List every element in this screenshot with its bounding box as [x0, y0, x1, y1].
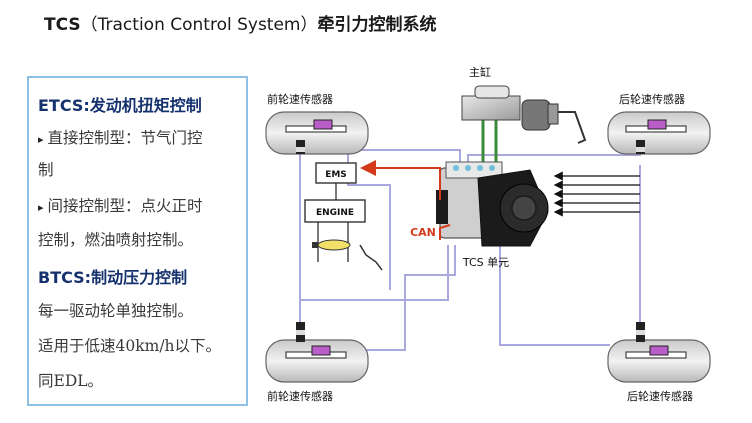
engine-box: [304, 199, 366, 223]
wheel-rear-right: [607, 111, 711, 155]
btcs-line-1: 每一驱动轮单独控制。: [38, 302, 194, 320]
engine-label: ENGINE: [316, 208, 354, 218]
can-label: CAN: [410, 226, 436, 239]
tcs-unit-label: TCS 单元: [462, 256, 509, 269]
master-cylinder: [461, 85, 587, 165]
bullet-icon: ▸: [38, 133, 44, 146]
info-panel: ETCS:发动机扭矩控制 ▸直接控制型：节气门控 制 ▸间接控制型：点火正时 控…: [27, 76, 248, 406]
indirect-control-text: 间接控制型：点火正时: [47, 197, 203, 215]
page-title: TCS（Traction Control System）牵引力控制系统: [44, 10, 437, 35]
wheel-rear-right-bottom: [607, 322, 711, 383]
front-sensor-label-top: 前轮速传感器: [267, 92, 333, 106]
can-link-lower: [439, 224, 451, 240]
master-cylinder-label: 主缸: [469, 65, 491, 79]
wheel-front-left-bottom: [265, 322, 369, 383]
btcs-line-2: 适用于低速40km/h以下。: [38, 337, 222, 355]
rear-sensor-label-bottom: 后轮速传感器: [627, 389, 693, 403]
title-chinese: 牵引力控制系统: [317, 15, 437, 35]
wheel-front-left: [265, 111, 369, 155]
title-acronym: TCS: [44, 15, 81, 35]
btcs-line-3: 同EDL。: [38, 372, 104, 390]
front-sensor-label-bottom: 前轮速传感器: [267, 389, 333, 403]
tcs-unit: [436, 161, 549, 247]
bullet-icon: ▸: [38, 201, 44, 214]
indirect-control-line-2: 控制，燃油喷射控制。: [38, 231, 194, 249]
indirect-control-line-1: ▸间接控制型：点火正时: [38, 194, 203, 216]
btcs-heading: BTCS:制动压力控制: [38, 268, 188, 287]
can-link: [360, 160, 441, 200]
direct-control-line-1: ▸直接控制型：节气门控: [38, 126, 203, 148]
title-english: （Traction Control System）: [80, 15, 318, 35]
sensor-signal-arrows: [553, 171, 640, 217]
etcs-heading: ETCS:发动机扭矩控制: [38, 96, 202, 115]
direct-control-text: 直接控制型：节气门控: [47, 129, 203, 147]
rear-sensor-label-top: 后轮速传感器: [619, 92, 685, 106]
throttle-icon: [312, 222, 383, 271]
direct-control-line-2: 制: [38, 161, 54, 179]
ems-label: EMS: [325, 170, 347, 180]
